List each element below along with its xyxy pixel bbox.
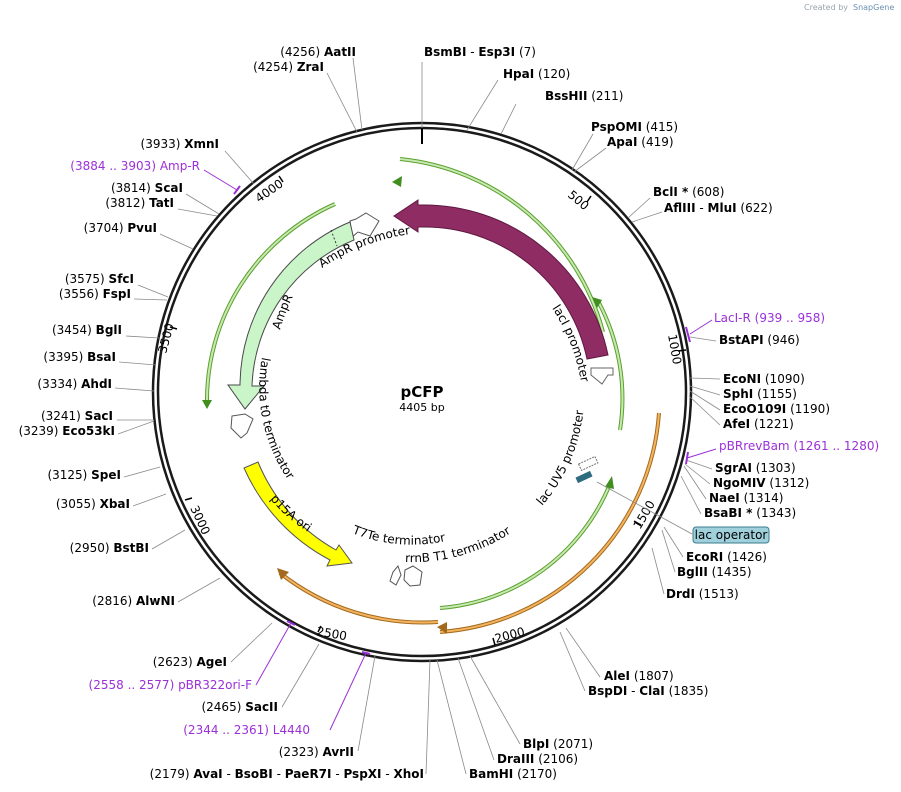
site-label-ecori: EcoRI (1426): [686, 550, 767, 564]
site-label-apai: ApaI (419): [607, 135, 674, 149]
label-T7Te: T7Te terminator: [350, 522, 446, 547]
site-label-scai: (3814) ScaI: [111, 181, 183, 195]
site-label-agei: (2623) AgeI: [153, 655, 227, 669]
site-label-saci: (3241) SacI: [41, 409, 113, 423]
feature-lacUV5-dash: [577, 455, 599, 472]
site-label-xmni: (3933) XmnI: [141, 137, 219, 151]
site-label-bcli: BclI * (608): [653, 185, 724, 199]
site-label-econi: EcoNI (1090): [723, 372, 805, 386]
primer-mark-lacI-R: [685, 326, 691, 343]
feature-T7Te-arrow: [389, 564, 402, 586]
site-label-aatii: (4256) AatII: [280, 45, 356, 59]
primer-mark-L4440: [361, 651, 371, 655]
site-label-ecoo109i: EcoO109I (1190): [723, 402, 830, 416]
lac-operator-label: lac operator: [695, 528, 768, 542]
site-label-eco53ki: (3239) Eco53kI: [19, 424, 115, 438]
site-label-afliii: AflIII - MluI (622): [664, 201, 773, 215]
site-label-bglii: BglII (1435): [677, 565, 752, 579]
site-label-avrii: (2323) AvrII: [279, 745, 354, 759]
tick-1000: 1000: [665, 333, 684, 366]
arrow-rop-arc: [439, 412, 661, 634]
arrow-head-lacI-promoter: [392, 176, 402, 187]
site-label-fspi: (3556) FspI: [59, 287, 131, 301]
site-label-tati: (3812) TatI: [105, 196, 174, 210]
feature-arrows: [202, 157, 661, 634]
site-label-sacii: (2465) SacII: [201, 700, 278, 714]
site-label-spei: (3125) SpeI: [47, 468, 121, 482]
site-label-bsabi: BsaBI * (1343): [704, 506, 796, 520]
site-label-xhoi-group: (2179) AvaI - BsoBI - PaeR7I - PspXI - X…: [150, 767, 424, 781]
site-leader-lines: [114, 57, 721, 775]
lac-operator-leader: [596, 481, 693, 535]
tick-3500: 3500: [155, 322, 176, 355]
feature-AmpR-promoter-arrow: [349, 212, 380, 238]
site-label-alei: AleI (1807): [604, 669, 674, 683]
site-label-pvui: (3704) PvuI: [84, 221, 157, 235]
plasmid-size: 4405 bp: [399, 401, 444, 414]
site-label-blpi: BlpI (2071): [523, 737, 593, 751]
primer-label-laci-r: LacI-R (939 .. 958): [714, 311, 825, 325]
feature-p15A-ori: [243, 461, 353, 567]
label-lacI: lacI: [545, 219, 570, 244]
site-label-afei: AfeI (1221): [723, 417, 794, 431]
feature-lacI-promoter-arrow: [590, 367, 614, 385]
primer-mark-pBRrevBam: [685, 451, 689, 465]
site-label-naei: NaeI (1314): [709, 491, 783, 505]
site-label-bsshii: BssHII (211): [545, 89, 624, 103]
site-label-xbai: (3055) XbaI: [56, 497, 130, 511]
site-label-bstapi: BstAPI (946): [719, 333, 800, 347]
site-label-hpai: HpaI (120): [503, 67, 570, 81]
label-lacUV5-promoter: lac UV5 promoter: [534, 409, 587, 508]
feature-lacI: [393, 199, 609, 360]
primer-label-pbrrevbam: pBRrevBam (1261 .. 1280): [719, 439, 879, 453]
tick-4000: 4000: [253, 176, 286, 205]
site-label-bstbi: (2950) BstBI: [70, 541, 149, 555]
site-label-zrai: (4254) ZraI: [253, 60, 324, 74]
primer-label-amp-r: (3884 .. 3903) Amp-R: [70, 159, 200, 173]
primer-mark-pBR322ori-F: [286, 620, 296, 626]
primer-label-l4440: (2344 .. 2361) L4440: [183, 723, 310, 737]
site-label-draiii: DraIII (2106): [497, 752, 578, 766]
credit-created-by: Created by: [804, 3, 848, 12]
site-label-bsai: (3395) BsaI: [43, 350, 116, 364]
site-label-sgrai: SgrAI (1303): [715, 461, 796, 475]
primer-label-pbr322ori-f: (2558 .. 2577) pBR322ori-F: [89, 678, 253, 692]
tick-2500: 2500: [315, 624, 348, 643]
site-label-bamhi: BamHI (2170): [469, 767, 557, 781]
site-label-sfci: (3575) SfcI: [65, 272, 134, 286]
site-label-ngomiv: NgoMIV (1312): [713, 476, 809, 490]
feature-lac-operator-block: [575, 470, 593, 484]
feature-lambda-t0-arrow: [230, 413, 254, 439]
primer-mark-Amp-R: [233, 185, 241, 195]
feature-AmpR: [227, 221, 355, 410]
site-label-bgli: (3454) BglI: [52, 323, 122, 337]
site-label-pspomi: PspOMI (415): [591, 120, 678, 134]
tick-500: 500: [565, 188, 592, 213]
site-label-bspdi: BspDI - ClaI (1835): [588, 684, 708, 698]
site-label-bsmbi: BsmBI - Esp3I (7): [424, 45, 536, 59]
site-labels: BsmBI - Esp3I (7) HpaI (120) BssHII (211) P…: [19, 45, 880, 781]
credit-snapgene: SnapGene: [853, 3, 894, 12]
lac-operator-box: [692, 526, 770, 544]
site-label-drdi: DrdI (1513): [666, 587, 739, 601]
site-label-sphi: SphI (1155): [723, 387, 797, 401]
primer-marks: [233, 185, 691, 655]
site-label-alwni: (2816) AlwNI: [92, 594, 175, 608]
site-label-ahdi: (3334) AhdI: [37, 377, 112, 391]
plasmid-name: pCFP: [401, 383, 444, 401]
feature-rrnB-arrow: [403, 565, 423, 587]
label-lambda-t0: lambda t0 terminator: [256, 356, 297, 481]
